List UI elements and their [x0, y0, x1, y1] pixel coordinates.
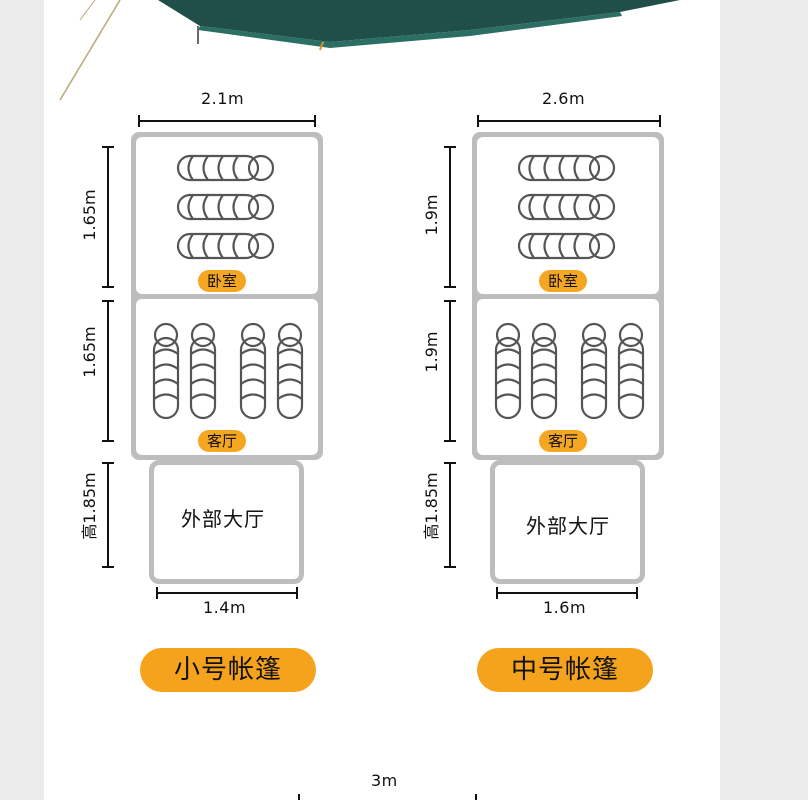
small-hall-width-label: 1.4m	[203, 598, 247, 617]
guy-rope	[79, 0, 96, 21]
tent-trim	[198, 12, 622, 48]
medium-bedroom-sleeping-bag	[517, 154, 616, 182]
small-top-width-label: 2.1m	[201, 89, 245, 108]
small-bedroom-sleeping-bag	[176, 232, 275, 260]
medium-living-badge: 客厅	[539, 430, 588, 452]
next-width-label: 3m	[371, 771, 398, 790]
small-living-depth-label: 1.65m	[80, 326, 99, 378]
tent-photo	[59, 0, 680, 101]
small-hall-height-label: 高1.85m	[80, 472, 99, 540]
next-width-tick-right	[475, 794, 477, 800]
small-bedroom	[136, 137, 318, 294]
small-living-sleeping-bag	[152, 322, 180, 420]
guy-rope	[59, 0, 121, 101]
small-living-sleeping-bag	[239, 322, 267, 420]
medium-top-width-label: 2.6m	[542, 89, 586, 108]
small-bedroom-badge: 卧室	[198, 270, 247, 292]
medium-hall-height-label: 高1.85m	[422, 472, 441, 540]
small-living-badge: 客厅	[198, 430, 247, 452]
medium-bedroom-depth-label: 1.9m	[422, 194, 441, 236]
medium-living-depth-label: 1.9m	[422, 331, 441, 373]
medium-outer-hall	[490, 460, 645, 584]
medium-bedroom	[477, 137, 659, 294]
small-bedroom-depth-label: 1.65m	[80, 189, 99, 241]
tent-body	[158, 0, 680, 42]
medium-bedroom-sleeping-bag	[517, 232, 616, 260]
small-tent-button[interactable]: 小号帐篷	[140, 648, 316, 692]
medium-bedroom-sleeping-bag	[517, 193, 616, 221]
small-bedroom-sleeping-bag	[176, 154, 275, 182]
small-living-sleeping-bag	[276, 322, 304, 420]
medium-living-sleeping-bag	[580, 322, 608, 420]
medium-tent-button[interactable]: 中号帐篷	[477, 648, 653, 692]
next-width-tick-left	[298, 794, 300, 800]
medium-bedroom-badge: 卧室	[539, 270, 588, 292]
tent-pole	[319, 41, 324, 51]
medium-living-sleeping-bag	[617, 322, 645, 420]
small-bedroom-sleeping-bag	[176, 193, 275, 221]
small-outer-hall-label: 外部大厅	[181, 507, 265, 531]
medium-living-sleeping-bag	[494, 322, 522, 420]
small-living-sleeping-bag	[189, 322, 217, 420]
medium-outer-hall-label: 外部大厅	[526, 514, 610, 538]
medium-hall-width-label: 1.6m	[543, 598, 587, 617]
medium-living-sleeping-bag	[530, 322, 558, 420]
small-outer-hall	[149, 460, 304, 584]
